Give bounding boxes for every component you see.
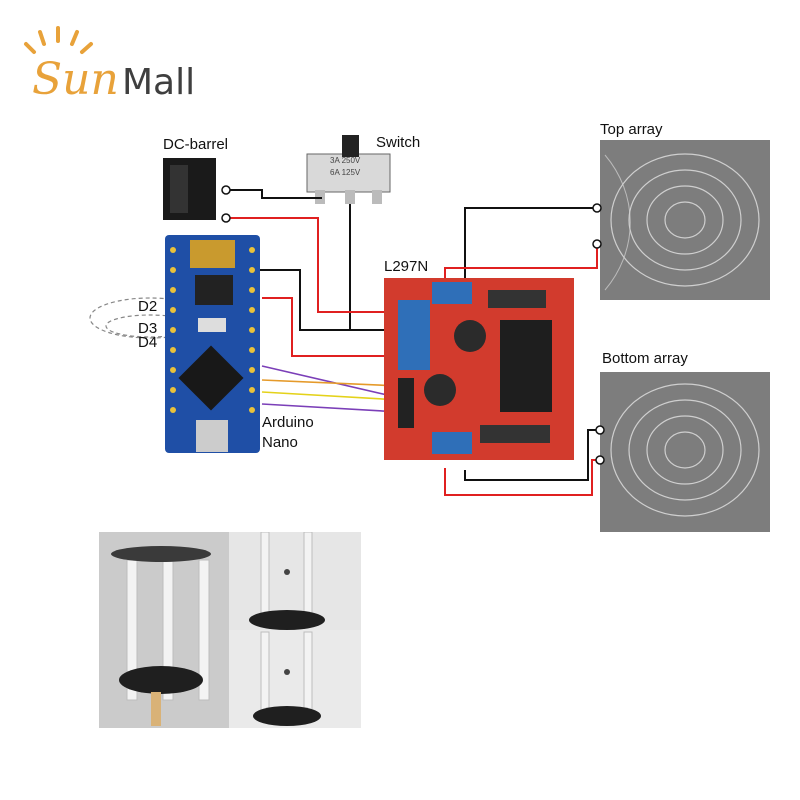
- label-pin-d4: D4: [138, 334, 158, 351]
- brand-name-mall: Mall: [122, 62, 196, 103]
- brand-logo: Sun Mall: [14, 14, 214, 105]
- product-photo-collage: [99, 532, 361, 728]
- top-led-array: [600, 140, 770, 300]
- label-arduino: Arduino: [262, 414, 314, 431]
- bottom-led-array: [600, 372, 770, 532]
- slide-switch: [306, 153, 391, 193]
- label-bottom-array: Bottom array: [602, 350, 688, 367]
- label-switch: Switch: [376, 134, 421, 151]
- label-pin-d2: D2: [138, 298, 158, 315]
- sun-icon: [24, 26, 93, 54]
- label-dc-barrel: DC-barrel: [163, 136, 229, 153]
- label-switch-rating-1: 3A 250V: [330, 156, 361, 165]
- label-driver: L297N: [384, 258, 429, 275]
- label-top-array: Top array: [600, 121, 663, 138]
- label-nano: Nano: [262, 434, 298, 451]
- levitation-device-photo: [99, 532, 361, 728]
- arduino-nano-board: [165, 235, 260, 453]
- label-switch-rating-2: 6A 125V: [330, 168, 361, 177]
- brand-name-sun: Sun: [32, 54, 119, 105]
- label-pin-d3: D3: [138, 320, 158, 337]
